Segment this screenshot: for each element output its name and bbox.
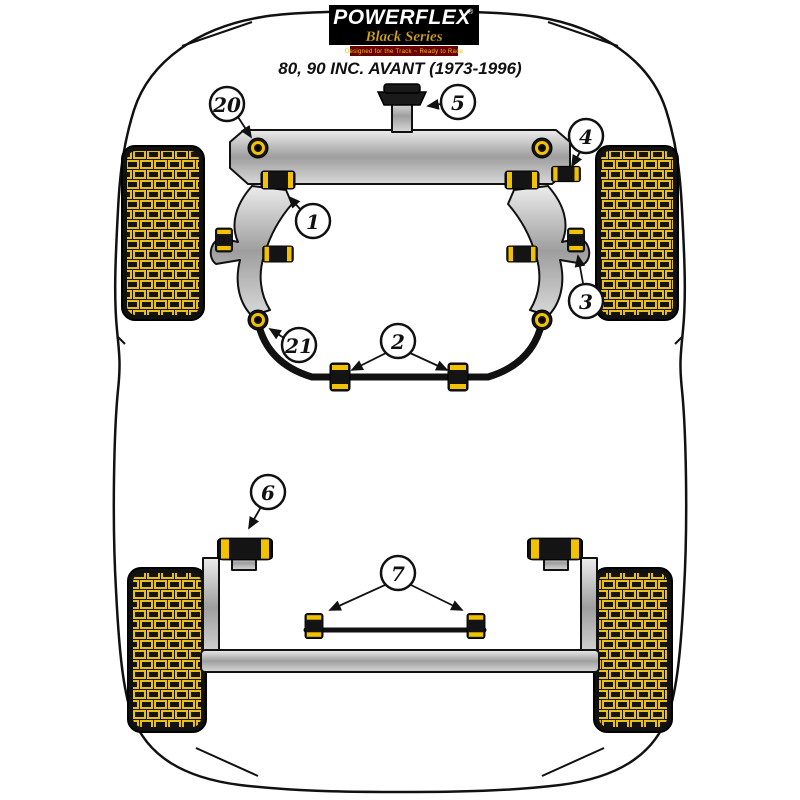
front-anti-roll-bar	[254, 318, 546, 381]
callout-4[interactable]: 4	[567, 117, 605, 168]
front-subframe-mount-bush-right	[530, 136, 554, 160]
front-inner-arm-bush-left	[262, 245, 294, 263]
wheel-front-left	[121, 145, 205, 321]
rear-post-right	[580, 557, 598, 659]
svg-text:7: 7	[391, 562, 405, 586]
svg-text:3: 3	[579, 290, 593, 314]
body-notch-right	[674, 335, 684, 345]
front-lower-arm-bush-left	[246, 308, 270, 332]
logo-series: Black Series	[364, 29, 442, 45]
front-wishbone-right	[507, 185, 591, 317]
callout-5[interactable]: 5	[426, 83, 477, 121]
body-panel-line-bottom-left	[195, 747, 259, 777]
rear-beam-mount-bush-right	[526, 537, 584, 561]
svg-text:21: 21	[284, 334, 313, 358]
svg-text:1: 1	[306, 210, 320, 234]
anti-roll-bar-bush-right	[447, 362, 469, 392]
rear-suspension	[200, 537, 600, 673]
body-notch-left	[116, 335, 126, 345]
rear-link-bush-left	[304, 612, 324, 640]
engine-mount-cap	[376, 91, 428, 106]
rear-link-bush-right	[466, 612, 486, 640]
powerflex-logo: POWERFLEX ® Black Series Designed for th…	[329, 5, 479, 56]
logo-tagline: Designed for the Track ~ Ready to Race	[345, 49, 464, 55]
svg-text:5: 5	[451, 91, 465, 115]
svg-text:2: 2	[390, 330, 405, 354]
front-upper-arm-bush-left	[260, 170, 296, 190]
wheel-front-right	[595, 145, 679, 321]
rear-post-left	[202, 557, 220, 659]
callout-1[interactable]: 1	[287, 195, 332, 240]
engine-mount-top	[383, 83, 421, 94]
rear-beam-mount-bush-left	[217, 537, 274, 561]
logo-tagline-strip	[350, 46, 458, 56]
body-panel-line-top-left	[181, 21, 253, 47]
anti-roll-bar-bush-left	[329, 362, 351, 392]
front-strut-bush-right	[551, 165, 581, 183]
logo-registered-icon: ®	[468, 8, 474, 16]
front-crossmember	[229, 129, 571, 185]
front-outer-arm-bush-right	[567, 227, 585, 253]
wheel-rear-left	[127, 567, 207, 733]
front-subframe-mount-bush-left	[246, 136, 270, 160]
svg-text:6: 6	[261, 481, 275, 505]
wheel-rear-right	[593, 567, 673, 733]
rear-axle-beam	[200, 649, 600, 673]
svg-text:20: 20	[212, 93, 241, 117]
callouts: 20 5 4 1 3 21	[208, 83, 605, 611]
svg-text:4: 4	[579, 125, 593, 149]
front-inner-arm-bush-right	[506, 245, 538, 263]
logo-background	[329, 5, 479, 45]
callout-2[interactable]: 2	[350, 322, 449, 371]
front-wishbone-left	[209, 185, 293, 317]
body-panel-line-bottom-right	[541, 747, 605, 777]
callout-3[interactable]: 3	[567, 254, 605, 320]
front-suspension	[209, 83, 591, 392]
page-title: 80, 90 INC. AVANT (1973-1996)	[278, 59, 522, 78]
logo-brand: POWERFLEX	[333, 6, 472, 29]
front-upper-arm-bush-right	[504, 170, 540, 190]
front-outer-arm-bush-left	[215, 227, 233, 253]
body-panel-line-top-right	[547, 21, 619, 47]
callout-20[interactable]: 20	[208, 85, 252, 139]
callout-6[interactable]: 6	[248, 473, 287, 530]
callout-7[interactable]: 7	[328, 554, 464, 611]
callout-21[interactable]: 21	[268, 326, 318, 364]
front-lower-arm-bush-right	[530, 308, 554, 332]
